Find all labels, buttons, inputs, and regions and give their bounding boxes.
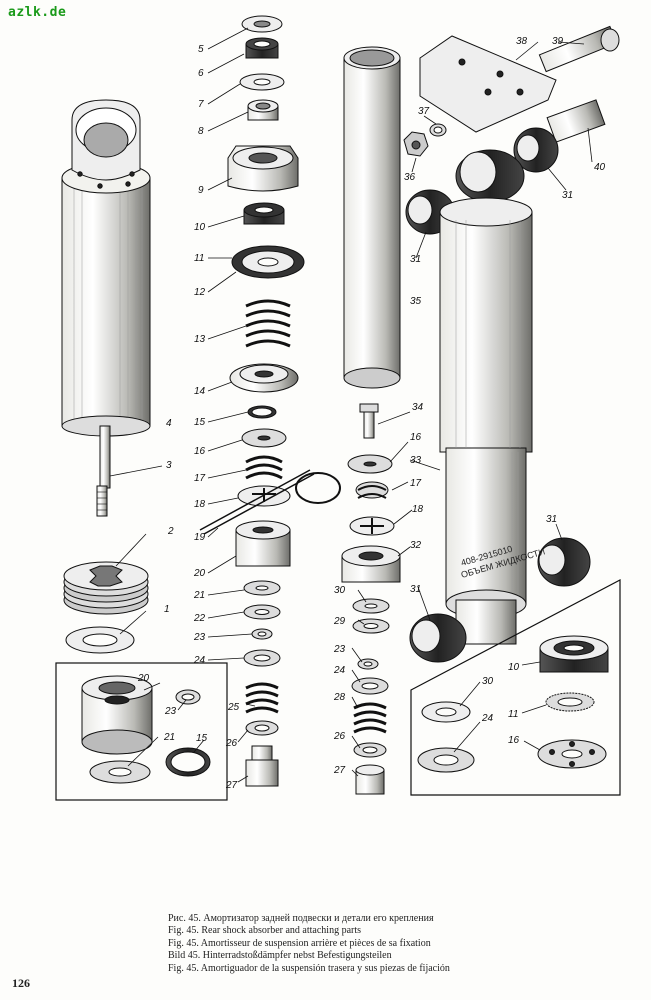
label-3: 3 [166,460,172,471]
caption-spanish: Fig. 45. Amortiguador de la suspensión t… [168,962,450,974]
caption-english: Fig. 45. Rear shock absorber and attachi… [168,925,362,937]
label-25: 25 [227,702,240,713]
label-33: 33 [410,455,422,466]
label-18-right: 18 [412,504,424,515]
figure-caption-block: Рис. 45. Амортизатор задней подвески и д… [168,913,450,975]
part-stack-centre [199,15,341,787]
label-30: 30 [334,585,346,596]
caption-russian: Рис. 45. Амортизатор задней подвески и д… [168,913,434,924]
label-36: 36 [404,172,416,183]
label-28: 28 [333,692,346,703]
label-31-bottom: 31 [410,584,421,595]
site-watermark: azlk.de [8,5,67,20]
label-23: 23 [193,632,206,643]
label-26: 26 [225,738,238,749]
label-11-inset: 11 [508,709,518,720]
label-27-right: 27 [333,765,346,776]
label-37: 37 [418,106,430,117]
label-24-inset: 24 [481,713,494,724]
label-17-right: 17 [410,478,422,489]
label-34: 34 [412,402,424,413]
label-16-right: 16 [410,432,422,443]
label-24-right: 24 [333,665,346,676]
caption-german: Bild 45. Hinterradstoßdämpfer nebst Befe… [168,950,392,962]
label-16: 16 [194,446,206,457]
label-4: 4 [166,418,172,429]
tube-35 [343,46,401,389]
label-21-inset: 21 [163,732,175,743]
label-24: 24 [193,655,206,666]
label-15-inset: 15 [196,733,208,744]
inset-box-right [410,579,621,796]
label-26-right: 26 [333,731,346,742]
shock-absorber-assembled [61,99,151,517]
washer-1 [65,626,135,654]
label-31-top-right: 31 [562,190,573,201]
label-27: 27 [225,780,238,791]
label-19: 19 [194,532,206,543]
label-10-inset: 10 [508,662,520,673]
label-21: 21 [193,590,205,601]
label-32: 32 [410,540,422,551]
exploded-parts-diagram: 5 6 7 8 9 10 11 12 13 14 15 16 17 18 19 … [55,15,621,801]
inset-right-parts [417,635,609,773]
label-17: 17 [194,473,206,484]
label-15: 15 [194,417,206,428]
label-6: 6 [198,68,204,79]
label-8: 8 [198,126,204,137]
label-20: 20 [193,568,206,579]
valve-disc-stack [63,561,149,615]
label-13: 13 [194,334,206,345]
label-35: 35 [410,296,422,307]
label-2: 2 [167,526,174,537]
page-number: 126 [12,976,30,990]
label-1: 1 [164,604,170,615]
label-12: 12 [194,287,206,298]
label-20-inset: 20 [137,673,150,684]
shock-absorber-exploded [403,25,620,663]
leader-lines [109,27,593,783]
label-40: 40 [594,162,606,173]
label-38: 38 [516,36,528,47]
label-11: 11 [194,253,204,264]
label-23-inset: 23 [164,706,177,717]
part-stack-right [341,403,401,795]
inset-box-left [55,662,228,801]
inset-valve-body [81,675,153,755]
label-29: 29 [333,616,346,627]
label-10: 10 [194,222,206,233]
label-9: 9 [198,185,204,196]
label-7: 7 [198,99,204,110]
caption-french: Fig. 45. Amortisseur de suspension arriè… [168,937,431,949]
label-31-top-left: 31 [410,254,421,265]
label-14: 14 [194,386,206,397]
label-18: 18 [194,499,206,510]
label-39: 39 [552,36,564,47]
label-30-inset: 30 [482,676,494,687]
label-5: 5 [198,44,204,55]
label-23-right: 23 [333,644,346,655]
label-22: 22 [193,613,206,624]
label-16-inset: 16 [508,735,520,746]
label-31-side: 31 [546,514,557,525]
